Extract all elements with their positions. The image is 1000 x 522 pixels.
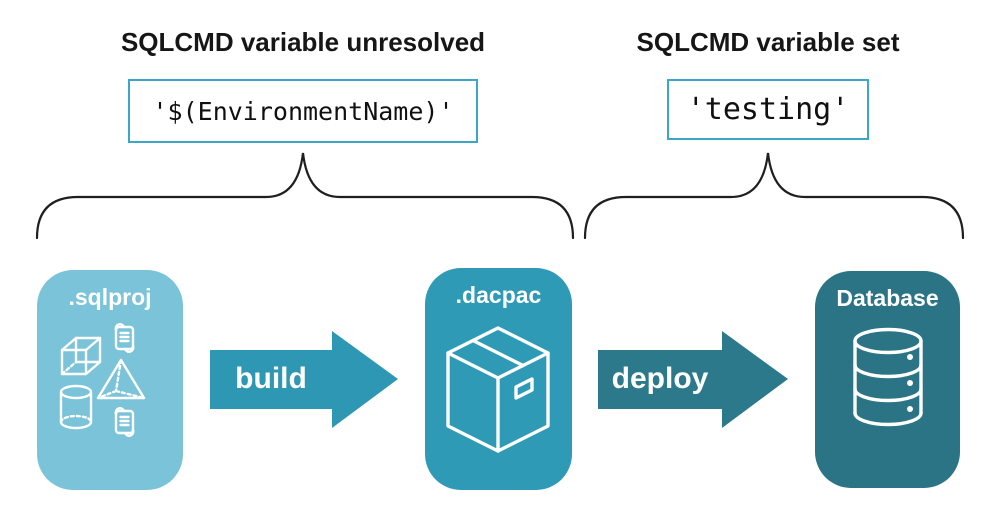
cylinder-icon <box>59 384 93 430</box>
deploy-arrow-label: deploy <box>611 362 709 395</box>
database-cylinder-icon <box>853 327 923 427</box>
script-icon <box>114 407 135 437</box>
code-box-set: 'testing' <box>667 79 869 140</box>
code-value-set: 'testing' <box>686 92 850 127</box>
heading-set: SQLCMD variable set <box>636 27 900 57</box>
database-label: Database <box>836 285 939 311</box>
build-arrow-label: build <box>235 362 307 395</box>
cube-icon <box>60 336 102 376</box>
sqlproj-card: .sqlproj <box>37 270 183 490</box>
sqlproj-label: .sqlproj <box>68 284 152 310</box>
right-curly-brace <box>583 152 965 240</box>
dacpac-card: .dacpac <box>425 268 572 490</box>
pyramid-icon <box>96 358 146 400</box>
sql-objects-icons <box>59 323 146 437</box>
heading-unresolved: SQLCMD variable unresolved <box>120 27 486 57</box>
script-icon <box>114 323 135 353</box>
braces-layer <box>35 152 965 240</box>
left-curly-brace <box>35 152 575 240</box>
code-value-unresolved: '$(EnvironmentName)' <box>152 96 454 126</box>
build-arrow <box>210 331 398 428</box>
deploy-arrow <box>598 331 788 428</box>
database-card: Database <box>815 271 960 488</box>
package-box-icon <box>446 326 550 453</box>
code-box-unresolved: '$(EnvironmentName)' <box>128 79 478 143</box>
dacpac-label: .dacpac <box>455 282 542 308</box>
